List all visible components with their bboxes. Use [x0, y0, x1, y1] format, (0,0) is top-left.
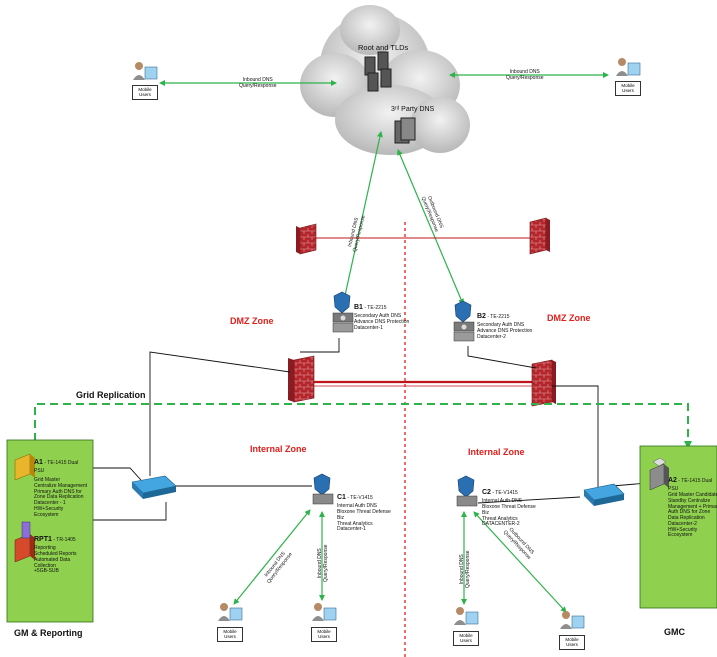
device-a1-label: A1 - TE-1415 Dual PSU Grid Master Centra… [34, 459, 88, 518]
gm-reporting-title: GM & Reporting [14, 628, 83, 638]
firewall-icon [288, 355, 315, 403]
cloud-to-b1-arrow [342, 131, 383, 301]
user-icon [133, 62, 158, 80]
firewall-icon [529, 217, 550, 255]
firewall-icon [296, 223, 317, 255]
firewall-icon [531, 359, 556, 407]
user-icon [560, 611, 585, 629]
root-dns-servers-icon [364, 51, 392, 92]
inbound-flow-label: Inbound DNS Query/Response [239, 77, 277, 89]
c1-left-user-arrow [233, 509, 311, 605]
device-b1-label: B1 - TE-2215 Secondary Auth DNS Advance … [354, 304, 410, 331]
internal-zone-label: Internal Zone [250, 444, 307, 454]
mobile-users-label: Mobile Users [559, 635, 585, 650]
gmc-title: GMC [664, 627, 685, 637]
device-c2-icon [456, 475, 478, 507]
third-party-dns-label: 3ʳᵈ Party DNS [391, 106, 435, 113]
appliance-rpt1-icon [14, 521, 35, 563]
third-party-dns-server-icon [394, 117, 416, 144]
device-b1-icon [332, 291, 354, 333]
mobile-users-label: Mobile Users [453, 631, 479, 646]
switch-icon [131, 475, 177, 499]
dmz-zone-label: DMZ Zone [230, 316, 274, 326]
user-icon [616, 58, 641, 76]
grid-replication-label: Grid Replication [76, 390, 146, 400]
device-b2-label: B2 - TE-2215 Secondary Auth DNS Advance … [477, 313, 533, 340]
device-c1-icon [312, 473, 334, 505]
user-icon [218, 603, 243, 621]
cloud-to-b2-arrow [397, 149, 464, 305]
user-icon [454, 607, 479, 625]
inbound-flow-label: Inbound DNS Query/Response [459, 550, 471, 588]
mobile-users-label: Mobile Users [311, 627, 337, 642]
cloud-title: Root and TLDs [358, 43, 409, 52]
user-icon [312, 603, 337, 621]
switch-icon [583, 483, 625, 506]
appliance-a2-icon [649, 457, 669, 491]
device-c2-label: C2 - TE-V1415 Internal Auth DNS Bloxone … [482, 489, 536, 528]
mobile-users-label: Mobile Users [217, 627, 243, 642]
inbound-flow-label: Inbound DNS Query/Response [317, 544, 329, 582]
device-b2-icon [453, 300, 475, 342]
dmz-zone-label: DMZ Zone [547, 313, 591, 323]
grid-replication-line [34, 403, 689, 441]
mobile-users-label: Mobile Users [132, 85, 158, 100]
device-a2-label: A2 - TE-1415 Dual PSU Grid Master Candid… [668, 477, 717, 539]
device-rpt1-label: RPT1 - TR-1405 Reporting Scheduled Repor… [34, 536, 77, 575]
inbound-flow-label: Inbound DNS Query/Response [506, 69, 544, 81]
mobile-users-label: Mobile Users [615, 81, 641, 96]
internal-zone-label: Internal Zone [468, 447, 525, 457]
appliance-a1-icon [14, 453, 35, 481]
c2-right-user-arrow [473, 511, 567, 613]
device-c1-label: C1 - TE-V1415 Internal Auth DNS Bloxone … [337, 494, 391, 533]
